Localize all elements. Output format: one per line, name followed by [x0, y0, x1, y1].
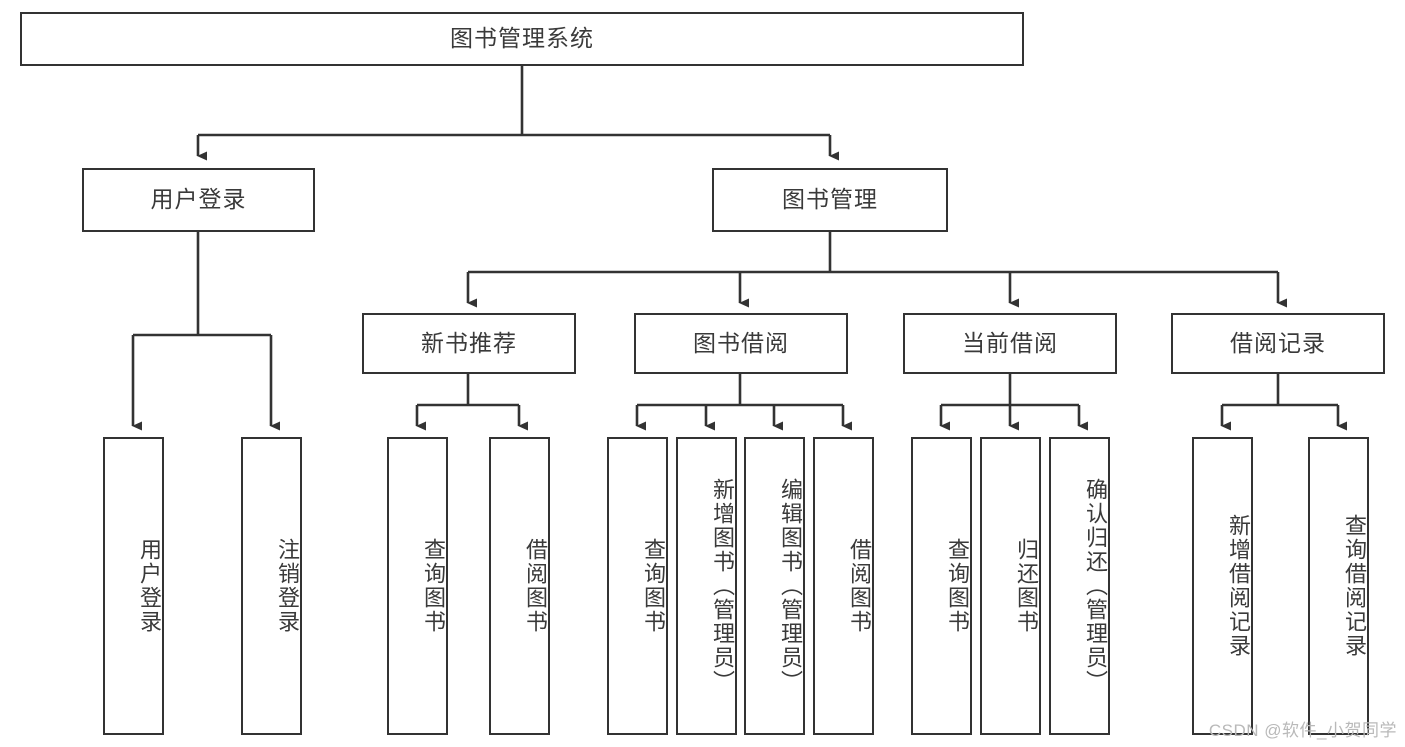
node-label: 用户登录: [137, 538, 162, 634]
node-leaf-add-borrow-record[interactable]: 新增借阅记录: [1192, 437, 1253, 735]
node-label: 借阅图书: [523, 538, 548, 634]
node-leaf-add-book-admin[interactable]: 新增图书（管理员）: [676, 437, 737, 735]
node-label: 编辑图书（管理员）: [778, 478, 803, 694]
node-label: 新书推荐: [421, 329, 517, 356]
node-label: 用户登录: [150, 186, 247, 213]
node-leaf-confirm-return-admin[interactable]: 确认归还（管理员）: [1049, 437, 1110, 735]
node-leaf-edit-book-admin[interactable]: 编辑图书（管理员）: [744, 437, 805, 735]
node-leaf-return-books[interactable]: 归还图书: [980, 437, 1041, 735]
node-label: 确认归还（管理员）: [1083, 478, 1108, 694]
node-label: 归还图书: [1014, 538, 1039, 634]
node-user-login[interactable]: 用户登录: [82, 168, 315, 232]
node-borrowing-records[interactable]: 借阅记录: [1171, 313, 1385, 374]
node-label: 图书管理系统: [450, 25, 594, 52]
node-label: 当前借阅: [962, 329, 1058, 356]
watermark-csdn: CSDN @软件_小贺同学: [1208, 721, 1397, 740]
node-leaf-query-books-current[interactable]: 查询图书: [911, 437, 972, 735]
node-leaf-logout[interactable]: 注销登录: [241, 437, 302, 735]
node-current-borrowing[interactable]: 当前借阅: [903, 313, 1117, 374]
node-leaf-query-books-borrow[interactable]: 查询图书: [607, 437, 668, 735]
node-label: 查询借阅记录: [1342, 514, 1367, 658]
node-book-borrowing[interactable]: 图书借阅: [634, 313, 848, 374]
node-label: 图书管理: [782, 186, 878, 213]
node-leaf-query-borrow-record[interactable]: 查询借阅记录: [1308, 437, 1369, 735]
node-label: 查询图书: [641, 538, 666, 634]
node-label: 查询图书: [945, 538, 970, 634]
node-book-management[interactable]: 图书管理: [712, 168, 948, 232]
node-label: 查询图书: [421, 538, 446, 634]
node-label: 注销登录: [275, 538, 300, 634]
node-leaf-borrow-books[interactable]: 借阅图书: [813, 437, 874, 735]
node-label: 图书借阅: [693, 329, 789, 356]
node-label: 新增图书（管理员）: [710, 478, 735, 694]
node-label: 借阅图书: [847, 538, 872, 634]
node-leaf-user-login[interactable]: 用户登录: [103, 437, 164, 735]
node-new-book-recommendation[interactable]: 新书推荐: [362, 313, 576, 374]
node-label: 借阅记录: [1230, 329, 1326, 356]
node-label: 新增借阅记录: [1226, 514, 1251, 658]
node-leaf-borrow-books-rec[interactable]: 借阅图书: [489, 437, 550, 735]
node-leaf-query-books-rec[interactable]: 查询图书: [387, 437, 448, 735]
node-root-book-management-system[interactable]: 图书管理系统: [20, 12, 1024, 66]
